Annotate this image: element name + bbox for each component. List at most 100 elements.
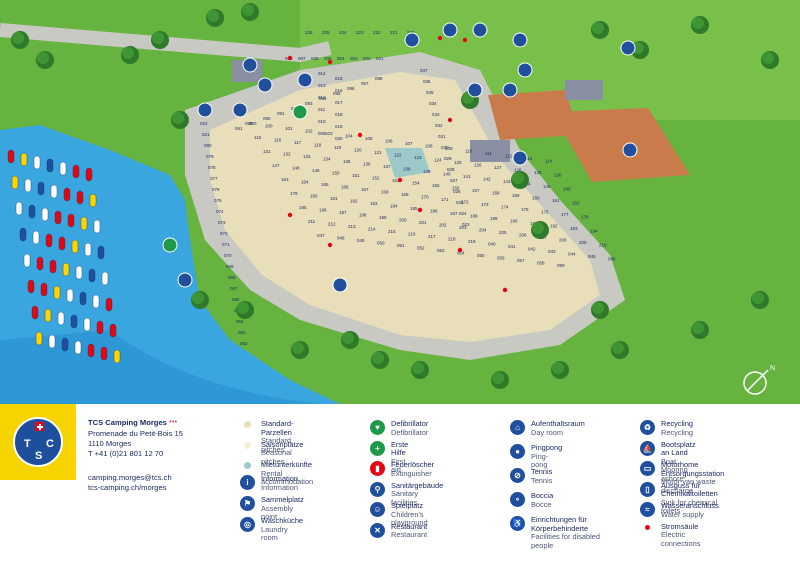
pitch-number: 151 xyxy=(352,173,360,178)
chemical-toilet-icon xyxy=(467,82,483,98)
pitch-number: 217 xyxy=(428,234,436,239)
pitch-number: 023 xyxy=(462,222,470,227)
legend-subtitle: Bocce xyxy=(531,499,552,509)
pitch-number: 012 xyxy=(318,95,326,100)
camp-city: 1110 Morges xyxy=(88,439,132,448)
pitch-number: 147 xyxy=(272,163,280,168)
pitch-number: 024 xyxy=(459,211,467,216)
pitch-number: 031 xyxy=(438,134,446,139)
pitch-number: 195 xyxy=(299,205,307,210)
pitch-number: 175 xyxy=(521,207,529,212)
pitch-number: 223 xyxy=(356,30,364,35)
tree-crown xyxy=(37,52,49,64)
boat xyxy=(96,320,104,335)
svg-text:N: N xyxy=(770,365,775,372)
pitch-number: 001 xyxy=(376,56,384,61)
legend-subtitle: Seasonal pitches xyxy=(261,448,292,466)
pitch-number: 189 xyxy=(490,216,498,221)
pitch-number: 225 xyxy=(322,30,330,35)
boat xyxy=(46,158,54,173)
legend-title: Wasseranschluss xyxy=(661,501,719,510)
pitch-number: 123 xyxy=(414,155,422,160)
pitch-number: 224 xyxy=(339,30,347,35)
pitch-number: 165 xyxy=(321,182,329,187)
boat xyxy=(109,323,117,338)
pitch-number: 211 xyxy=(308,219,316,224)
pitch-number: 159 xyxy=(512,193,520,198)
boat xyxy=(11,175,19,190)
boat xyxy=(88,268,96,283)
pitch-number: 025 xyxy=(456,200,464,205)
swiss-cross-icon xyxy=(35,422,44,431)
camp-website-link[interactable]: tcs-camping.ch/morges xyxy=(88,483,167,492)
pitch-number: 041 xyxy=(508,244,516,249)
pitch-number: 213 xyxy=(348,224,356,229)
pitch-number: 118 xyxy=(314,143,322,148)
pitch-number: 042 xyxy=(528,247,536,252)
boat xyxy=(89,193,97,208)
pitch-number: 130 xyxy=(554,173,562,178)
tree-crown xyxy=(762,52,774,64)
pitch-number: 154 xyxy=(412,181,420,186)
boat xyxy=(83,317,91,332)
camp-street: Promenade du Petit-Bois 15 xyxy=(88,429,183,438)
pitch-number: 057 xyxy=(517,258,525,263)
electric-post xyxy=(327,242,333,248)
pitch-number: 188 xyxy=(470,214,478,219)
pitch-number: 079 xyxy=(206,154,214,159)
legend-subtitle: Water supply xyxy=(661,509,704,519)
campsite-map[interactable]: 2262252242232222212200080070060050040030… xyxy=(0,0,800,404)
camp-email-link[interactable]: camping.morges@tcs.ch xyxy=(88,473,172,482)
legend-subtitle: Sink for chemical toilets xyxy=(661,497,718,516)
pitch-number: 166 xyxy=(341,185,349,190)
pitch-number: 124 xyxy=(434,158,442,163)
pitch-number: 062 xyxy=(240,341,248,346)
pitch-number: 007 xyxy=(298,56,306,61)
boat xyxy=(67,213,75,228)
legend-panel xyxy=(0,404,800,566)
legend-subtitle: Extinguisher xyxy=(391,468,432,478)
boat xyxy=(97,245,105,260)
logo-letter-c: C xyxy=(46,438,54,450)
boat xyxy=(66,288,74,303)
pitch-number: 117 xyxy=(294,140,302,145)
boat xyxy=(37,181,45,196)
pitch-number: 078 xyxy=(208,165,216,170)
tree-crown xyxy=(752,292,764,304)
pitch-number: 212 xyxy=(328,222,336,227)
boat xyxy=(101,271,109,286)
pitch-number: 060 xyxy=(249,121,257,126)
logo-letter-t: T xyxy=(24,438,31,450)
pitch-number: 112 xyxy=(505,154,513,159)
camp-name: TCS Camping Morges xyxy=(88,418,167,427)
pitch-number: 190 xyxy=(510,219,518,224)
pitch-number: 170 xyxy=(421,195,429,200)
legend-title: Boccia xyxy=(531,491,554,500)
pitch-number: 072 xyxy=(220,231,228,236)
pitch-number: 200 xyxy=(399,218,407,223)
legend-title: Standard-Parzellen xyxy=(261,419,294,437)
tree-crown xyxy=(512,172,524,184)
electric-post xyxy=(357,132,363,138)
pitch-number: 030 xyxy=(441,145,449,150)
legend-subtitle: Sanitary facilities xyxy=(391,489,419,507)
tree-crown xyxy=(592,302,604,314)
pitch-number: 035 xyxy=(426,90,434,95)
pitch-number: 132 xyxy=(283,152,291,157)
pitch-number: 026 xyxy=(453,189,461,194)
pitch-number: 174 xyxy=(501,205,509,210)
pitch-swatch xyxy=(244,441,251,449)
pitch-number: 218 xyxy=(448,237,456,242)
legend-subtitle: Boat Mooring ashore xyxy=(661,456,688,483)
pitch-number: 073 xyxy=(218,220,226,225)
rental-accommodation xyxy=(385,148,430,178)
pitch-number: 179 xyxy=(290,191,298,196)
pitch-number: 114 xyxy=(545,159,553,164)
pitch-number: 142 xyxy=(483,177,491,182)
pingpong-icon: ● xyxy=(510,444,525,459)
pitch-number: 116 xyxy=(274,138,282,143)
tcs-logo: T C S xyxy=(0,404,76,480)
